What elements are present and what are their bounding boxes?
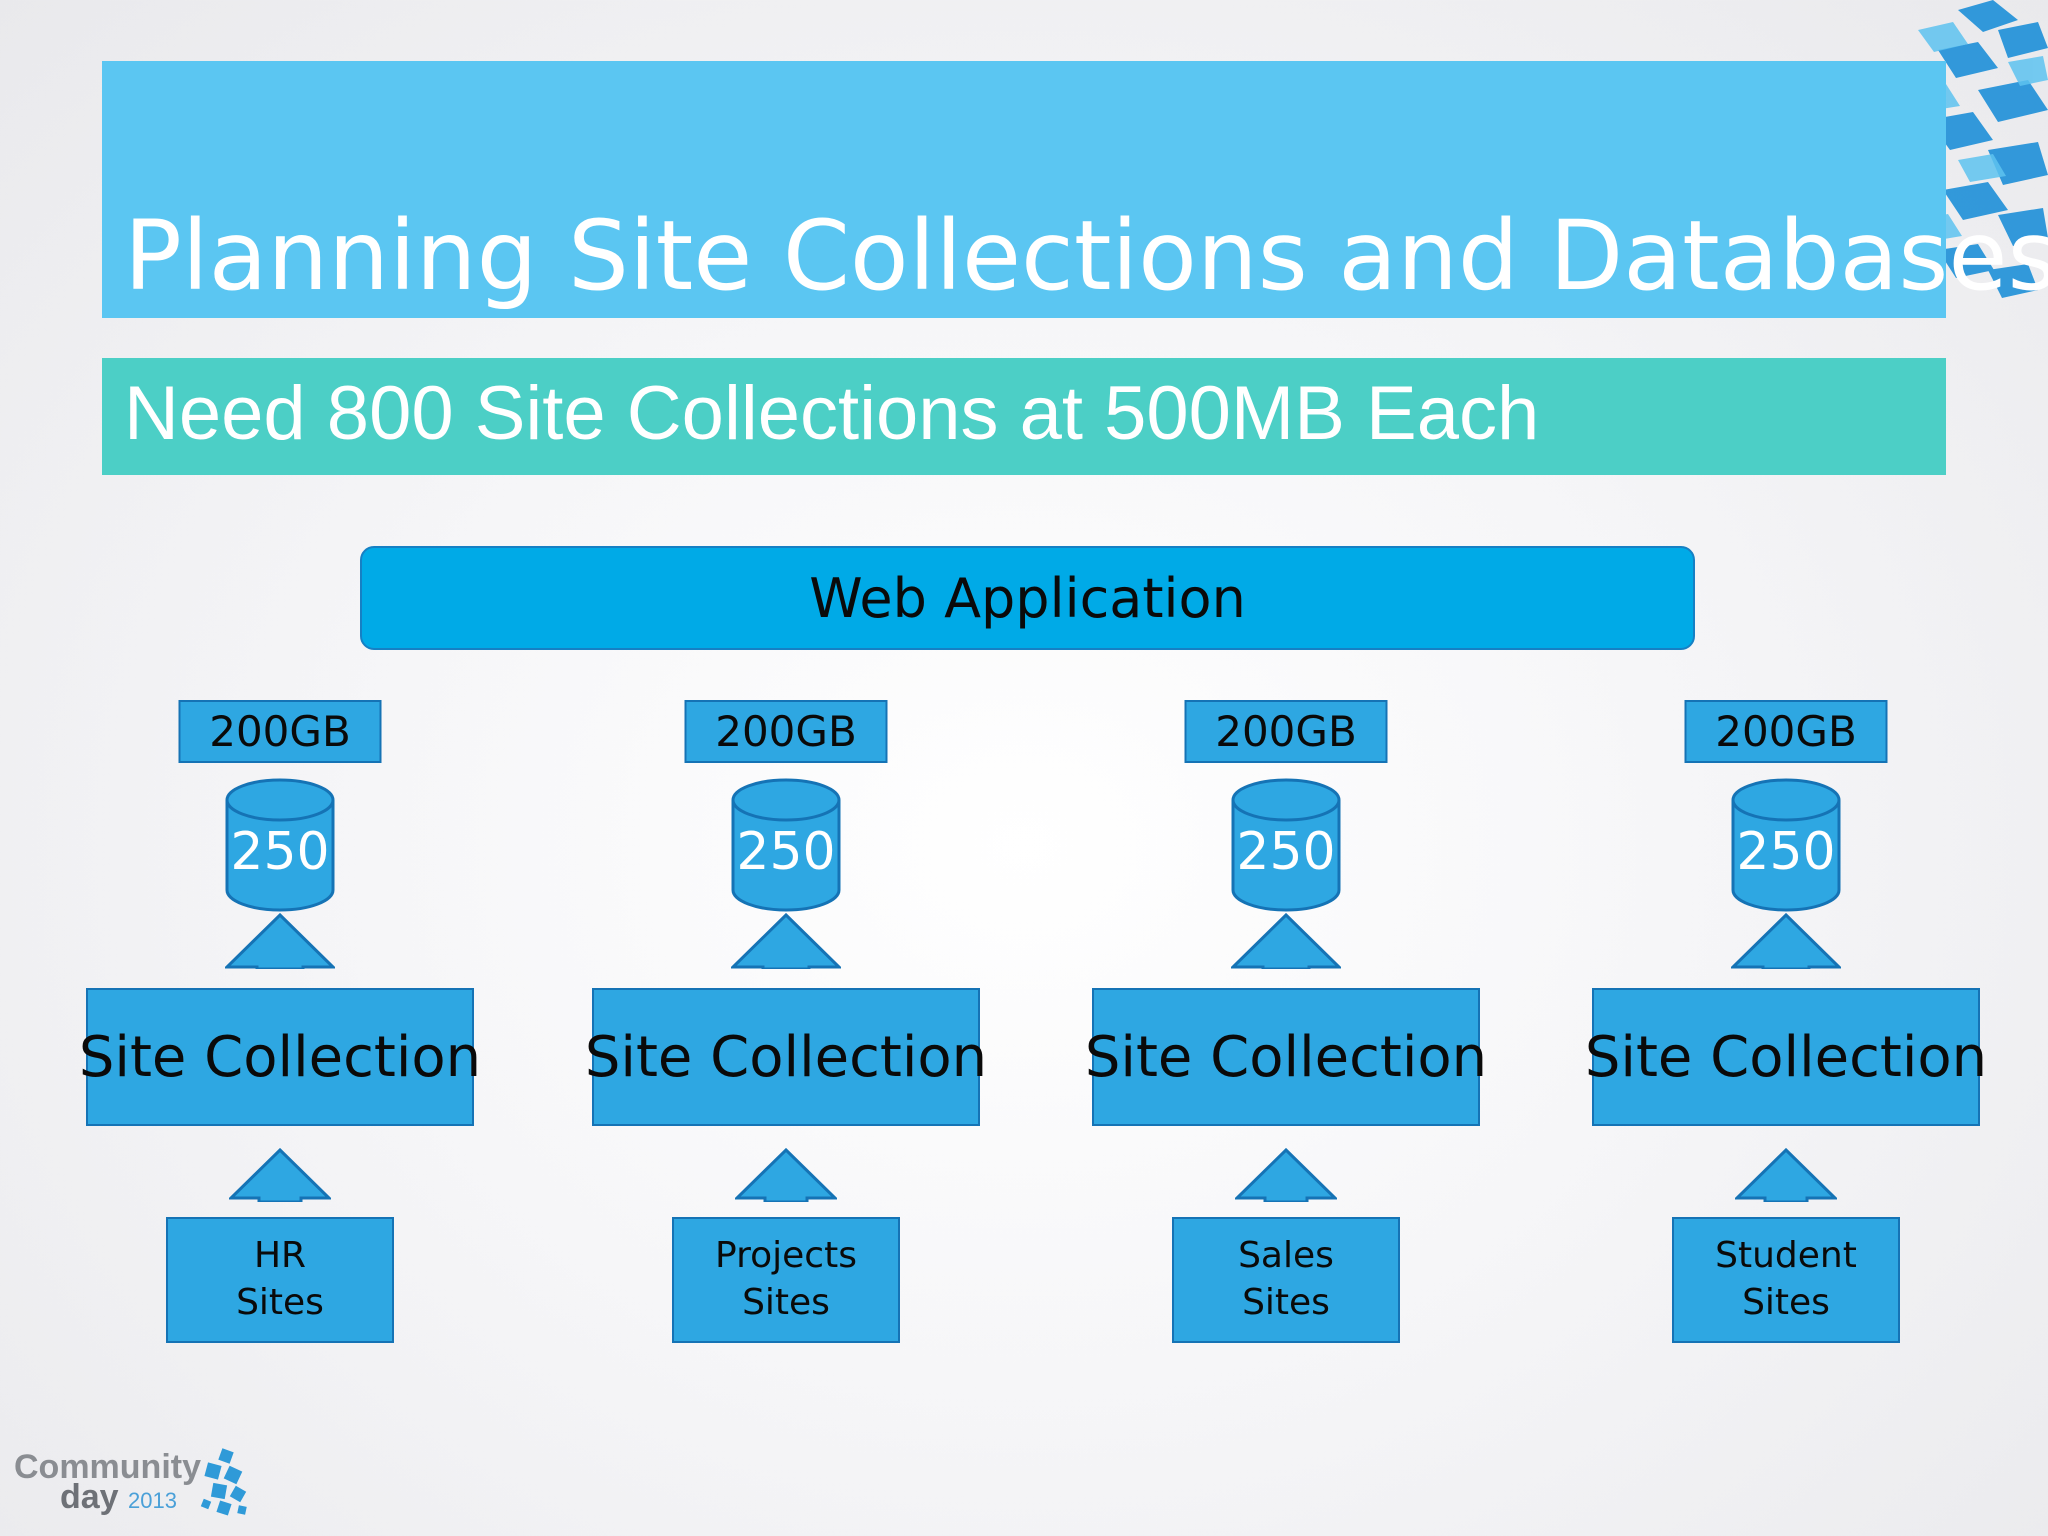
database-size-box: 200GB (1684, 700, 1888, 763)
sites-label-line1: Sales (1238, 1235, 1334, 1277)
slide-title: Planning Site Collections and Databases (124, 200, 2048, 312)
database-count: 250 (1236, 822, 1336, 882)
slide-subtitle: Need 800 Site Collections at 500MB Each (124, 371, 1540, 456)
arrow-up-icon (731, 913, 841, 969)
site-collection-box: Site Collection (1085, 988, 1487, 1126)
database-cylinder-icon (1731, 778, 1841, 912)
database-count: 250 (230, 822, 330, 882)
database-size-box: 200GB (178, 700, 382, 763)
sites-label-line1: Student (1715, 1235, 1857, 1277)
logo-day-word: day (60, 1478, 119, 1516)
sites-label-line2: Sites (742, 1282, 830, 1323)
database-count: 250 (736, 822, 836, 882)
corner-cubes-decoration (1908, 0, 2048, 298)
database-cylinder: 250 (225, 778, 335, 912)
arrow-up-icon (1731, 913, 1841, 969)
logo-text-day: day 2013 (60, 1478, 177, 1517)
arrow-up-icon (1231, 913, 1341, 969)
database-size-box: 200GB (684, 700, 888, 763)
database-cylinder: 250 (731, 778, 841, 912)
arrow-up-icon (735, 1148, 837, 1202)
web-application-box: Web Application (360, 546, 1695, 650)
database-cylinder-icon (731, 778, 841, 912)
database-cylinder-icon (225, 778, 335, 912)
logo-text-community: Community (14, 1448, 201, 1486)
database-count: 250 (1736, 822, 1836, 882)
sites-label-line2: Sites (236, 1282, 324, 1323)
title-banner: Planning Site Collections and Databases (102, 61, 2048, 318)
sites-label-line1: HR (253, 1235, 307, 1277)
database-cylinder-icon (1231, 778, 1341, 912)
database-cylinder: 250 (1231, 778, 1341, 912)
sites-label-line2: Sites (1742, 1282, 1830, 1323)
arrow-up-icon (225, 913, 335, 969)
subtitle-banner: Need 800 Site Collections at 500MB Each (102, 358, 1946, 475)
site-collection-box: Site Collection (585, 988, 987, 1126)
site-collection-box: Site Collection (1585, 988, 1987, 1126)
arrow-up-icon (1235, 1148, 1337, 1202)
site-collection-box: Site Collection (79, 988, 481, 1126)
logo-year: 2013 (128, 1488, 177, 1513)
arrow-up-icon (229, 1148, 331, 1202)
arrow-up-icon (1735, 1148, 1837, 1202)
sites-label-line1: Projects (715, 1235, 857, 1277)
sites-box: HR Sites (166, 1217, 394, 1343)
sites-label-line2: Sites (1242, 1282, 1330, 1323)
database-cylinder: 250 (1731, 778, 1841, 912)
cube-cluster-icon (200, 1448, 247, 1516)
database-size-box: 200GB (1184, 700, 1388, 763)
community-day-logo: Community day 2013 (14, 1448, 254, 1528)
